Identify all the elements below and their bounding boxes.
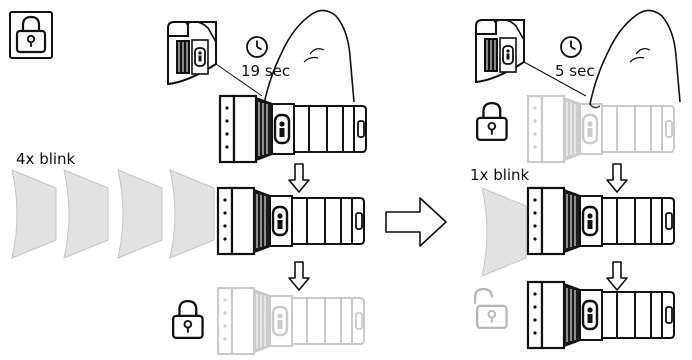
beam-group-left (11, 169, 215, 259)
blink-label-right: 1x blink (470, 166, 530, 184)
switch-callout-left (167, 20, 263, 97)
blink-label-left: 4x blink (16, 150, 76, 168)
padlock-closed-icon (475, 101, 508, 142)
clock-icon (560, 36, 582, 58)
arrow-down-icon (606, 261, 628, 291)
flashlight-blinking-left (216, 186, 366, 256)
flashlight-locked-faded-left (216, 286, 366, 356)
finger-press-right (589, 9, 681, 109)
flashlight-pressing-left (218, 94, 368, 164)
flashlight-unlocked-right (526, 280, 676, 350)
arrow-down-icon (606, 163, 628, 193)
light-beam-1 (11, 169, 57, 259)
switch-callout-right (475, 18, 587, 97)
arrow-down-icon (288, 163, 310, 193)
finger-press-left (263, 9, 355, 109)
light-beam-right (481, 187, 527, 277)
arrow-down-icon (288, 261, 310, 291)
flashlight-blinking-right (526, 186, 676, 256)
timer-label-left: 19 sec (241, 62, 291, 80)
timer-label-right: 5 sec (555, 62, 595, 80)
clock-icon (246, 36, 268, 58)
light-beam-4 (169, 169, 215, 259)
arrow-right-icon (385, 197, 447, 247)
light-beam-2 (63, 169, 109, 259)
padlock-open-icon (473, 287, 508, 330)
padlock-closed-icon (171, 299, 204, 340)
light-beam-3 (117, 169, 163, 259)
lock-box-icon (9, 11, 53, 59)
flashlight-locked-faded-right (526, 94, 676, 164)
